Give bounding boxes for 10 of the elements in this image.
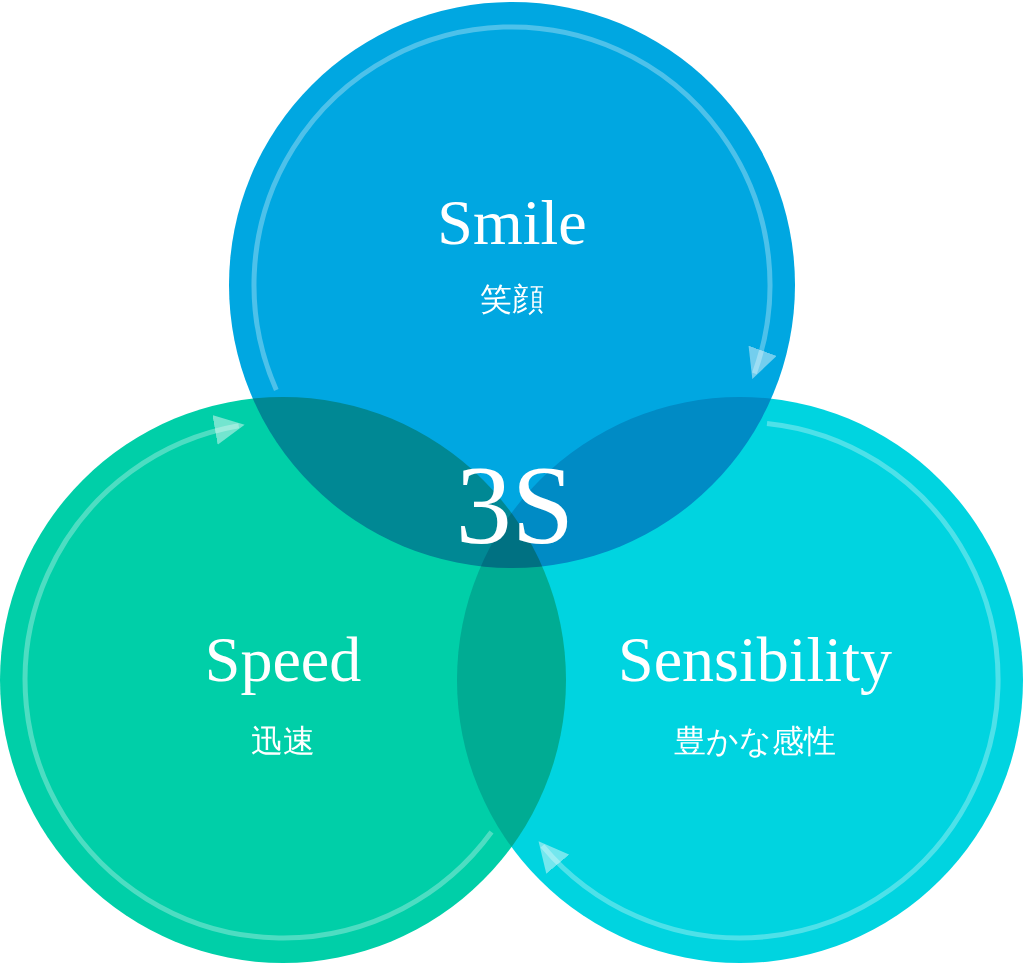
cycle-arrow	[251, 24, 776, 391]
circle-subtitle: 迅速	[251, 722, 315, 760]
circle-subtitle: 笑顔	[480, 280, 544, 318]
circle-title: Smile	[437, 186, 587, 260]
cycle-arrow	[538, 420, 1001, 941]
cycle-arrow	[22, 416, 494, 940]
circle-title: Sensibility	[618, 623, 892, 697]
circle-subtitle: 豊かな感性	[674, 722, 836, 760]
center-label: 3S	[454, 445, 576, 565]
circle-title: Speed	[204, 623, 362, 697]
